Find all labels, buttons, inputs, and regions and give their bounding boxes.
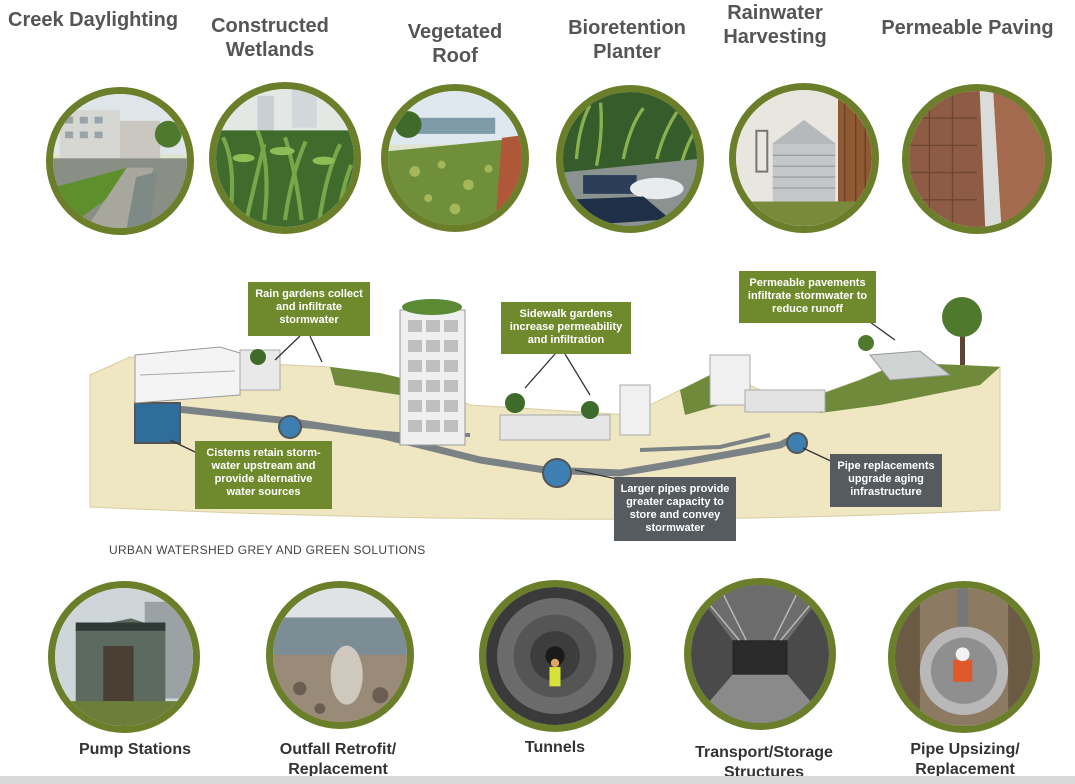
green-roof-icon xyxy=(381,84,529,232)
label-pipe-upsizing: Pipe Upsizing/ Replacement xyxy=(910,741,1020,778)
label-bioretention-planter: Bioretention Planter xyxy=(568,17,686,63)
label-constructed-wetlands: Constructed Wetlands xyxy=(211,15,329,61)
callout-cisterns: Cisterns retain storm- water upstream an… xyxy=(195,441,332,509)
callout-sidewalk-gardens: Sidewalk gardens increase permeability a… xyxy=(501,302,631,354)
label-tunnels: Tunnels xyxy=(524,739,586,756)
storage-structure-icon xyxy=(684,578,836,730)
callout-pipe-replacements: Pipe replacements upgrade aging infrastr… xyxy=(830,454,942,507)
wetlands-icon xyxy=(209,82,361,234)
creek-icon xyxy=(46,87,194,235)
label-permeable-paving: Permeable Paving xyxy=(881,17,1054,39)
bottom-border xyxy=(0,776,1075,784)
pump-station-icon xyxy=(48,581,200,733)
pipe-icon xyxy=(888,581,1040,733)
outfall-icon xyxy=(266,581,414,729)
callout-rain-gardens: Rain gardens collect and infiltrate stor… xyxy=(248,282,370,336)
label-creek-daylighting: Creek Daylighting xyxy=(8,9,179,31)
paving-icon xyxy=(902,84,1052,234)
label-outfall-retrofit: Outfall Retrofit/ Replacement xyxy=(279,741,397,778)
callout-larger-pipes: Larger pipes provide greater capacity to… xyxy=(614,477,736,541)
label-vegetated-roof: Vegetated Roof xyxy=(407,21,503,67)
label-pump-stations: Pump Stations xyxy=(78,741,191,758)
planter-icon xyxy=(556,85,704,233)
diagram-title: URBAN WATERSHED GREY AND GREEN SOLUTIONS xyxy=(109,543,426,557)
tunnel-icon xyxy=(479,580,631,732)
label-rainwater-harvesting: Rainwater Harvesting xyxy=(723,2,827,48)
callout-permeable-pavements: Permeable pavements infiltrate stormwate… xyxy=(739,271,876,323)
